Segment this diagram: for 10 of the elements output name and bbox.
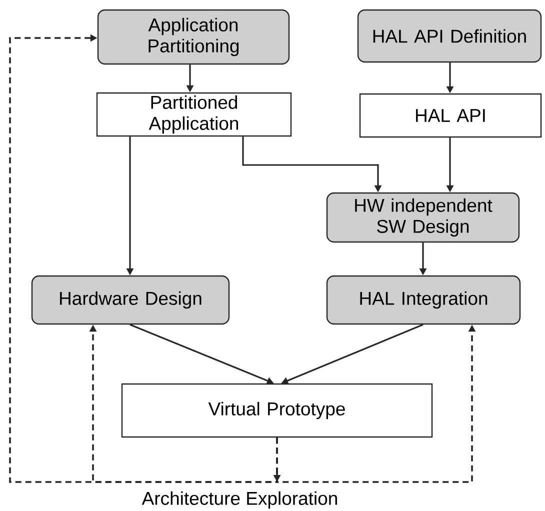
process-box: HAL API Definition (357, 9, 542, 63)
result-box: Partitioned Application (96, 92, 292, 137)
process-box: HAL Integration (326, 275, 521, 325)
process-box: Application Partitioning (97, 9, 290, 65)
result-box: Virtual Prototype (121, 383, 433, 438)
caption-label: Architecture Exploration (142, 491, 337, 509)
arrow (9, 34, 281, 483)
process-box: HW independent SW Design (326, 192, 520, 243)
process-box: Hardware Design (31, 275, 230, 325)
result-box: HAL API (359, 93, 542, 138)
